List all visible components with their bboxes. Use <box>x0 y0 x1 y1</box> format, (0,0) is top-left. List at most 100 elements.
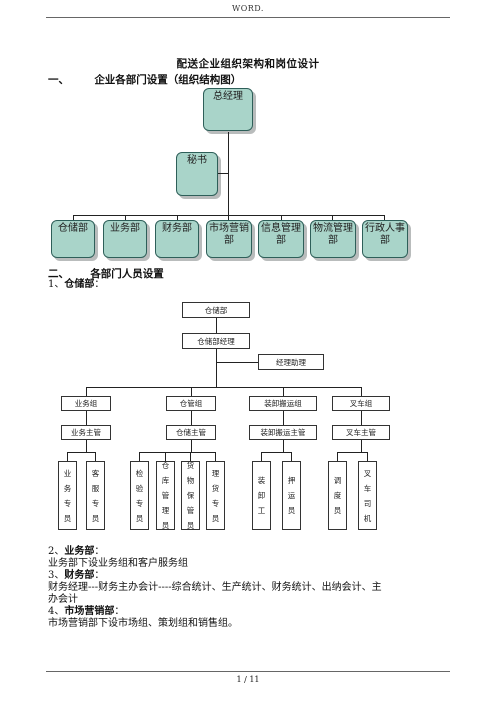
warehouse-staff: 货物保管员 <box>181 461 200 530</box>
warehouse-staff-char: 客 <box>91 468 100 478</box>
org-node-department: 行政人事部 <box>362 220 408 258</box>
warehouse-staff-char: 业 <box>63 468 72 478</box>
warehouse-staff-char: 车 <box>363 483 372 493</box>
warehouse-node-manager: 仓储部经理 <box>182 333 250 349</box>
warehouse-staff-char: 专 <box>91 498 100 508</box>
warehouse-staff-char: 管 <box>161 491 170 500</box>
warehouse-staff-char: 保 <box>186 491 195 500</box>
org-node-department: 市场营销部 <box>206 220 252 258</box>
warehouse-node-root: 仓储部 <box>182 302 250 318</box>
org-connector <box>125 215 126 220</box>
warehouse-lead-business: 业务主管 <box>61 425 111 440</box>
warehouse-staff-label: 理货专员 <box>212 466 220 526</box>
warehouse-connector <box>216 362 258 363</box>
warehouse-staff: 客服专员 <box>86 461 105 530</box>
warehouse-connector <box>67 452 68 461</box>
warehouse-staff-char: 员 <box>287 506 296 515</box>
subsection-1-title: 仓储部 <box>64 279 95 290</box>
subsection-4-text: 市场营销部下设市场组、策划组和销售组。 <box>48 618 238 629</box>
section-2-number: 二、 <box>48 268 69 280</box>
subsection-3-text-line-2: 办会计 <box>48 594 78 605</box>
page-header: WORD. <box>232 4 264 13</box>
warehouse-group-handling: 装卸搬运组 <box>249 396 317 411</box>
warehouse-staff-label: 客服专员 <box>92 466 100 526</box>
warehouse-connector <box>361 411 362 425</box>
warehouse-staff-char: 员 <box>211 513 220 523</box>
warehouse-staff-char: 员 <box>135 513 144 523</box>
warehouse-connector <box>216 349 217 387</box>
warehouse-connector <box>337 452 367 453</box>
warehouse-staff-char: 押 <box>287 476 296 485</box>
footer-rule <box>46 671 450 672</box>
warehouse-group-storage: 仓管组 <box>166 396 216 411</box>
warehouse-staff-char: 员 <box>91 513 100 523</box>
warehouse-staff-label: 货物保管员 <box>187 458 195 533</box>
warehouse-staff: 调度员 <box>328 461 347 530</box>
warehouse-connector <box>67 452 95 453</box>
warehouse-connector <box>215 452 216 461</box>
warehouse-staff-char: 检 <box>135 468 144 478</box>
warehouse-connector <box>291 452 292 461</box>
warehouse-staff-label: 业务专员 <box>64 466 72 526</box>
warehouse-staff-char: 理 <box>211 468 220 478</box>
warehouse-connector <box>191 411 192 425</box>
subsection-2-heading: 2、业务部： <box>48 546 104 558</box>
warehouse-staff-char: 机 <box>363 513 372 523</box>
warehouse-staff: 装卸工 <box>252 461 271 530</box>
subsection-1-colon: ： <box>94 279 105 290</box>
warehouse-connector <box>86 387 361 388</box>
warehouse-staff-char: 理 <box>161 506 170 515</box>
warehouse-staff-char: 验 <box>135 483 144 493</box>
warehouse-staff-char: 货 <box>211 483 220 493</box>
warehouse-staff-char: 司 <box>363 498 372 508</box>
section-1-number: 一、 <box>48 74 69 86</box>
org-connector <box>73 215 74 220</box>
subsection-3-colon: ： <box>94 570 105 581</box>
warehouse-staff-char: 仓 <box>161 461 170 470</box>
warehouse-staff-char: 工 <box>257 506 266 515</box>
warehouse-staff-char: 货 <box>186 461 195 470</box>
subsection-4-number: 4、 <box>48 606 65 617</box>
warehouse-node-assistant: 经理助理 <box>258 354 324 370</box>
warehouse-connector <box>86 387 87 396</box>
warehouse-staff-char: 员 <box>161 521 170 530</box>
org-connector <box>177 215 178 220</box>
document-title: 配送企业组织架构和岗位设计 <box>176 58 320 70</box>
subsection-2-colon: ： <box>94 546 105 557</box>
org-node-department: 仓储部 <box>51 220 95 258</box>
warehouse-connector <box>86 440 87 452</box>
subsection-2-title: 业务部 <box>64 546 95 557</box>
warehouse-staff-char: 专 <box>135 498 144 508</box>
subsection-2-number: 2、 <box>48 546 65 557</box>
warehouse-connector <box>95 452 96 461</box>
warehouse-staff-char: 专 <box>211 498 220 508</box>
header-rule <box>46 17 450 18</box>
warehouse-connector <box>261 452 262 461</box>
warehouse-connector <box>139 452 140 461</box>
warehouse-connector <box>190 452 191 461</box>
subsection-4-colon: ： <box>114 606 125 617</box>
warehouse-staff-char: 运 <box>287 491 296 500</box>
warehouse-staff-char: 库 <box>161 476 170 485</box>
warehouse-staff-label: 调度员 <box>334 473 342 518</box>
warehouse-connector <box>191 387 192 396</box>
section-1-title: 企业各部门设置（组织结构图） <box>94 74 242 86</box>
warehouse-staff-char: 专 <box>63 498 72 508</box>
warehouse-staff: 业务专员 <box>58 461 77 530</box>
warehouse-connector <box>361 440 362 452</box>
warehouse-connector <box>139 452 215 453</box>
subsection-2-text: 业务部下设业务组和客户服务组 <box>48 558 188 569</box>
org-node-department: 物流管理部 <box>310 220 356 258</box>
warehouse-staff-label: 仓库管理员 <box>162 458 170 533</box>
warehouse-staff-char: 服 <box>91 483 100 493</box>
warehouse-staff-char: 员 <box>186 521 195 530</box>
subsection-1-heading: 1、仓储部： <box>48 279 104 291</box>
warehouse-staff-label: 叉车司机 <box>364 466 372 526</box>
warehouse-staff: 叉车司机 <box>358 461 377 530</box>
subsection-4-heading: 4、市场营销部： <box>48 606 124 618</box>
warehouse-group-business: 业务组 <box>61 396 111 411</box>
warehouse-staff-char: 员 <box>63 513 72 523</box>
warehouse-connector <box>283 440 284 452</box>
warehouse-connector <box>283 411 284 425</box>
warehouse-staff-char: 员 <box>333 506 342 515</box>
